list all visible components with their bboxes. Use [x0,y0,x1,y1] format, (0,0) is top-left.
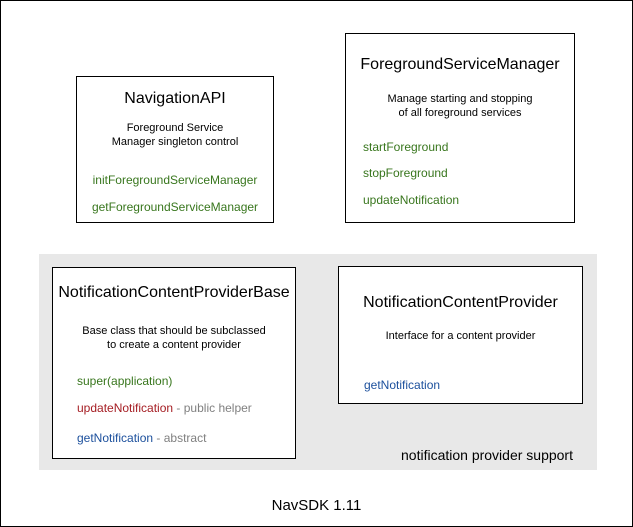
class-box-navigation-api: NavigationAPI Foreground Service Manager… [76,76,274,223]
desc-line: Foreground Service [126,122,224,134]
desc-line: to create a content provider [107,339,241,351]
method-stop-foreground: stopForeground [363,166,448,180]
class-title-foreground-service-manager: ForegroundServiceManager [360,56,560,73]
method-get-foreground-service-manager: getForegroundServiceManager [91,200,259,214]
method-super-application: super(application) [53,374,295,388]
notification-provider-support-region: NotificationContentProviderBase Base cla… [39,254,597,470]
class-box-notification-content-provider-base: NotificationContentProviderBase Base cla… [52,267,296,459]
method-get-notification-label: getNotification [77,431,154,445]
method-get-notification-base: getNotification - abstract [53,431,295,445]
method-super-application-label: super(application) [77,374,173,388]
desc-line: Interface for a content provider [385,330,536,342]
footer-navsdk-version: NavSDK 1.11 [271,497,362,514]
class-title-navigation-api: NavigationAPI [124,90,226,107]
method-start-foreground: startForeground [363,140,449,154]
class-desc-notification-content-provider: Interface for a content provider [339,329,582,343]
desc-line: of all foreground services [398,107,522,119]
desc-line: Base class that should be subclassed [82,325,266,337]
class-title-notification-content-provider: NotificationContentProvider [363,294,558,311]
class-desc-notification-content-provider-base: Base class that should be subclassed to … [53,324,295,352]
method-update-notification-label: updateNotification [77,401,174,415]
class-title-notification-content-provider-base: NotificationContentProviderBase [58,284,290,301]
method-update-notification-note: - public helper [176,401,252,415]
class-desc-foreground-service-manager: Manage starting and stopping of all fore… [346,92,574,120]
desc-line: Manage starting and stopping [387,93,533,105]
method-init-foreground-service-manager: initForegroundServiceManager [92,173,258,187]
desc-line: Manager singleton control [111,136,239,148]
method-update-notification-fsm: updateNotification [363,193,460,207]
method-update-notification-base: updateNotification - public helper [53,401,295,415]
group-label-notification-provider-support: notification provider support [401,447,573,463]
method-get-notification-note: - abstract [156,431,207,445]
class-box-foreground-service-manager: ForegroundServiceManager Manage starting… [345,33,575,223]
class-box-notification-content-provider: NotificationContentProvider Interface fo… [338,266,583,404]
method-get-notification-provider: getNotification [364,378,441,392]
class-desc-navigation-api: Foreground Service Manager singleton con… [77,121,273,149]
